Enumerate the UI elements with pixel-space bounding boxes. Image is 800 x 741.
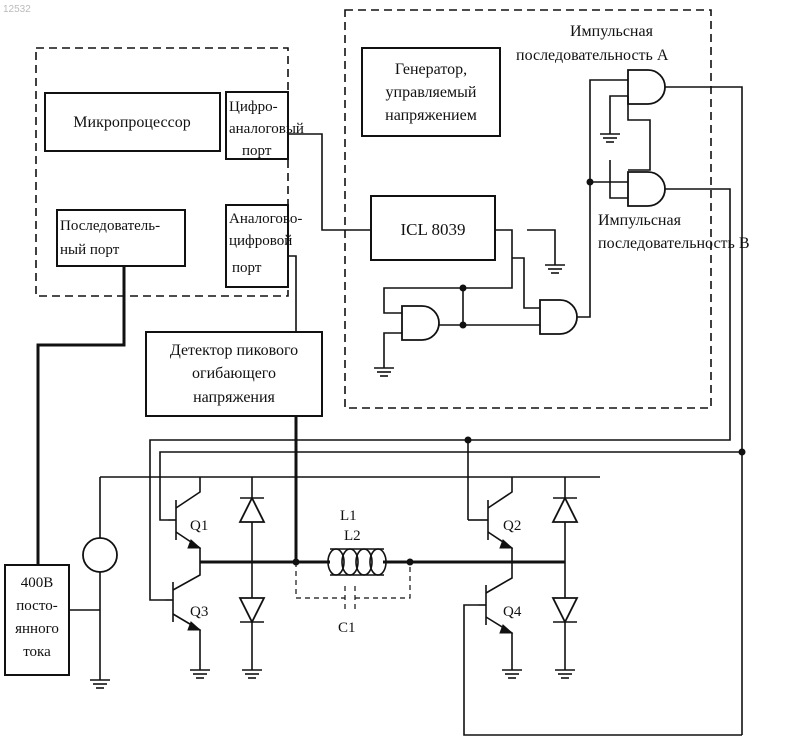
icl8039-block: ICL 8039 <box>371 196 495 260</box>
pulse-a-line-1: Импульсная <box>570 23 654 40</box>
microprocessor-label: Микропроцессор <box>73 114 190 131</box>
supply-line-1: 400В <box>21 575 54 591</box>
and-gate-a <box>628 70 665 104</box>
q4-label: Q4 <box>503 604 522 620</box>
and-gate-b <box>628 172 665 206</box>
q1-label: Q1 <box>190 518 208 534</box>
adc-port-block: Аналогово- цифровой порт <box>226 205 302 287</box>
pulse-b-line-2: последовательность В <box>598 235 750 252</box>
and-gate-left <box>402 306 439 340</box>
dc-supply-block: 400В посто- янного тока <box>5 565 69 675</box>
diode-right-top <box>553 477 577 562</box>
capacitor-c1 <box>296 562 410 610</box>
diode-left-bottom <box>240 562 264 678</box>
peak-detector-line-3: напряжения <box>193 389 275 406</box>
adc-port-line-2: цифровой <box>229 233 292 249</box>
serial-port-line-1: Последователь- <box>60 218 160 234</box>
dac-port-block: Цифро- аналоговый порт <box>226 92 304 159</box>
vco-line-2: управляемый <box>386 84 477 101</box>
supply-line-2: посто- <box>16 598 57 614</box>
dac-port-line-3: порт <box>242 143 272 159</box>
adc-port-line-3: порт <box>232 260 262 276</box>
watermark-text: 12532 <box>3 4 31 15</box>
vco-line-1: Генератор, <box>395 61 467 78</box>
peak-detector-line-1: Детектор пикового <box>170 342 298 359</box>
l2-label: L2 <box>344 528 361 544</box>
serial-port-block: Последователь- ный порт <box>57 210 185 266</box>
controller-boundary <box>36 48 288 296</box>
dac-port-line-1: Цифро- <box>229 99 278 115</box>
pulse-b-line-1: Импульсная <box>598 212 682 229</box>
pulse-a-line-2: последовательность А <box>516 47 669 64</box>
vco-block: Генератор, управляемый напряжением <box>362 48 500 136</box>
peak-detector-block: Детектор пикового огибающего напряжения <box>146 332 322 416</box>
supply-line-4: тока <box>23 644 51 660</box>
diode-right-bottom <box>553 562 577 678</box>
adc-port-line-1: Аналогово- <box>229 211 302 227</box>
supply-line-3: янного <box>15 621 59 637</box>
generator-wiring <box>288 80 650 376</box>
diode-left-top <box>240 477 264 562</box>
serial-port-line-2: ный порт <box>60 242 120 258</box>
icl8039-label: ICL 8039 <box>400 220 465 239</box>
vco-line-3: напряжением <box>385 107 477 124</box>
current-source-symbol <box>83 538 117 572</box>
microprocessor-block: Микропроцессор <box>45 93 220 151</box>
q3-label: Q3 <box>190 604 208 620</box>
c1-label: C1 <box>338 620 356 636</box>
and-gate-right <box>540 300 577 334</box>
transistor-q4 <box>478 562 522 678</box>
inductor-l1-l2 <box>328 549 386 575</box>
peak-detector-line-2: огибающего <box>192 365 276 382</box>
q2-label: Q2 <box>503 518 521 534</box>
l1-label: L1 <box>340 508 357 524</box>
bridge-stage: Q1 Q3 <box>69 437 600 688</box>
transistor-q3 <box>165 562 210 678</box>
